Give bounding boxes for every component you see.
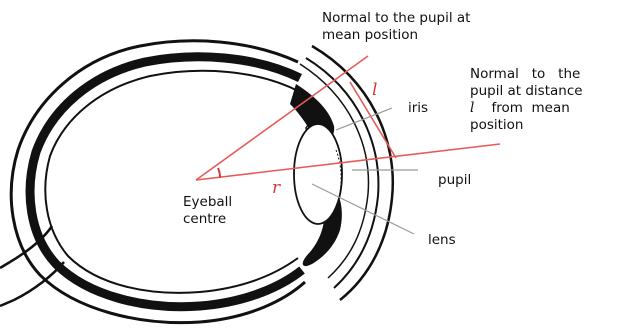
normal-distance-label-line2: pupil at distance: [470, 83, 606, 100]
l-symbol: l: [372, 80, 377, 100]
iris-label: iris: [408, 100, 428, 117]
normal-distance-label: Normal to the pupil at distance l from m…: [470, 66, 606, 134]
angle-arc: [218, 168, 220, 178]
normal-distance-label-line3: l from mean: [470, 100, 606, 117]
lens-shape: [294, 124, 342, 224]
normal-mean-label-line2: mean position: [322, 27, 470, 44]
normal-mean-label: Normal to the pupil at mean position: [322, 10, 470, 44]
eyeball-centre-label-line2: centre: [183, 211, 232, 228]
iris-pointer: [336, 108, 392, 130]
normal-distance-label-line1: Normal to the: [470, 66, 606, 83]
normal-mean-label-line1: Normal to the pupil at: [322, 10, 470, 27]
sclera-outer: [11, 41, 305, 323]
normal-distance-label-line4: position: [470, 117, 606, 134]
normal-distance-label-line3-rest: from mean: [492, 100, 570, 116]
eyeball-centre-label-line1: Eyeball: [183, 194, 232, 211]
choroid-band: [30, 57, 302, 307]
pupil-label: pupil: [438, 172, 471, 189]
lens-label: lens: [428, 232, 456, 249]
r-symbol: r: [272, 178, 280, 198]
eyeball-centre-label: Eyeball centre: [183, 194, 232, 228]
retina-line: [45, 71, 300, 293]
